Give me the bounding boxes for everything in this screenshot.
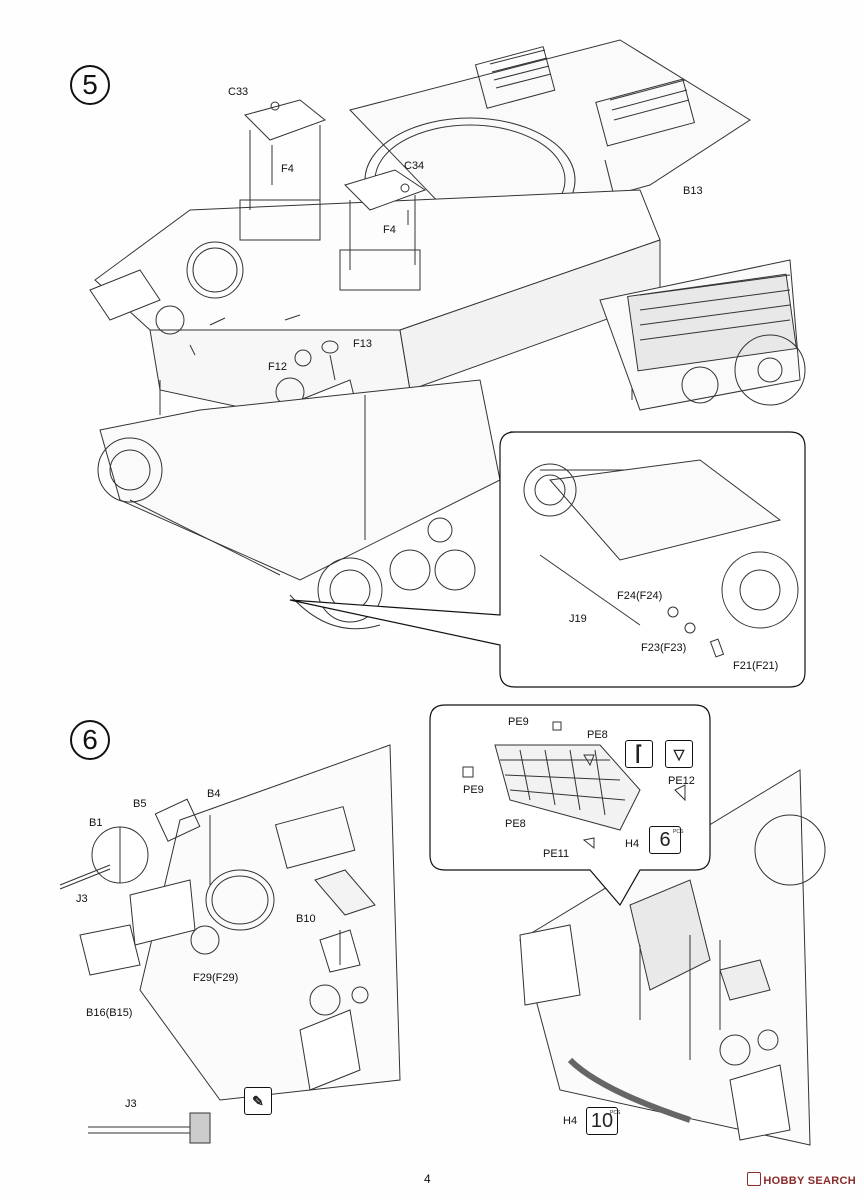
watermark-text: HOBBY SEARCH (763, 1175, 856, 1187)
label-f4-b: F4 (383, 224, 396, 236)
knife-icon: ✎ (244, 1087, 272, 1115)
label-f4-a: F4 (281, 163, 294, 175)
label-b5: B5 (133, 798, 147, 810)
label-b4: B4 (207, 788, 221, 800)
label-b1: B1 (89, 817, 103, 829)
label-c33: C33 (228, 86, 249, 98)
label-f13: F13 (353, 338, 372, 350)
page-number: 4 (424, 1172, 431, 1186)
hatch-c33 (244, 99, 327, 210)
quantity-badge-h4-bottom: 10 PCS (586, 1107, 621, 1135)
label-pe8-a: PE8 (587, 729, 608, 741)
label-h4-b: H4 (563, 1115, 578, 1127)
quantity-value: 6 (659, 829, 671, 851)
watermark: HOBBY SEARCH (747, 1172, 856, 1187)
hobby-search-logo-icon (747, 1172, 762, 1186)
f12-part (294, 349, 312, 367)
label-j3-a: J3 (76, 893, 88, 905)
label-f12: F12 (268, 361, 287, 373)
label-j19: J19 (569, 613, 587, 625)
label-f23: F23(F23) (641, 642, 687, 654)
glue-icon: ⌈ (625, 740, 653, 768)
label-f29: F29(F29) (193, 972, 239, 984)
quantity-value: 10 (590, 1110, 614, 1132)
label-f21: F21(F21) (733, 660, 779, 672)
pcs-label: PCS (673, 829, 684, 835)
label-h4-a: H4 (625, 838, 640, 850)
j3-detail (88, 1112, 211, 1144)
tweezers-icon: ▽ (665, 740, 693, 768)
hatch-c34 (344, 169, 427, 270)
label-pe8-b: PE8 (505, 818, 526, 830)
label-b10: B10 (296, 913, 316, 925)
label-pe9-a: PE9 (508, 716, 529, 728)
callout-step5 (289, 431, 806, 688)
quantity-badge-h4-callout: 6 PCS (649, 826, 684, 854)
label-pe9-b: PE9 (463, 784, 484, 796)
label-b16: B16(B15) (86, 1007, 133, 1019)
step6-left-assembly (59, 744, 401, 1101)
pcs-label: PCS (610, 1110, 621, 1116)
lower-hull-step5 (97, 379, 501, 630)
hull-rear-detail (599, 259, 806, 411)
label-c34: C34 (404, 160, 425, 172)
label-pe11: PE11 (543, 848, 570, 860)
label-b13: B13 (683, 185, 703, 197)
step6-right-assembly (519, 769, 826, 1146)
f13-part (321, 340, 339, 354)
label-pe12: PE12 (668, 775, 695, 787)
label-j3-b: J3 (125, 1098, 137, 1110)
step-number-6: 6 (70, 720, 110, 760)
label-f24: F24(F24) (617, 590, 663, 602)
step-number-5: 5 (70, 65, 110, 105)
